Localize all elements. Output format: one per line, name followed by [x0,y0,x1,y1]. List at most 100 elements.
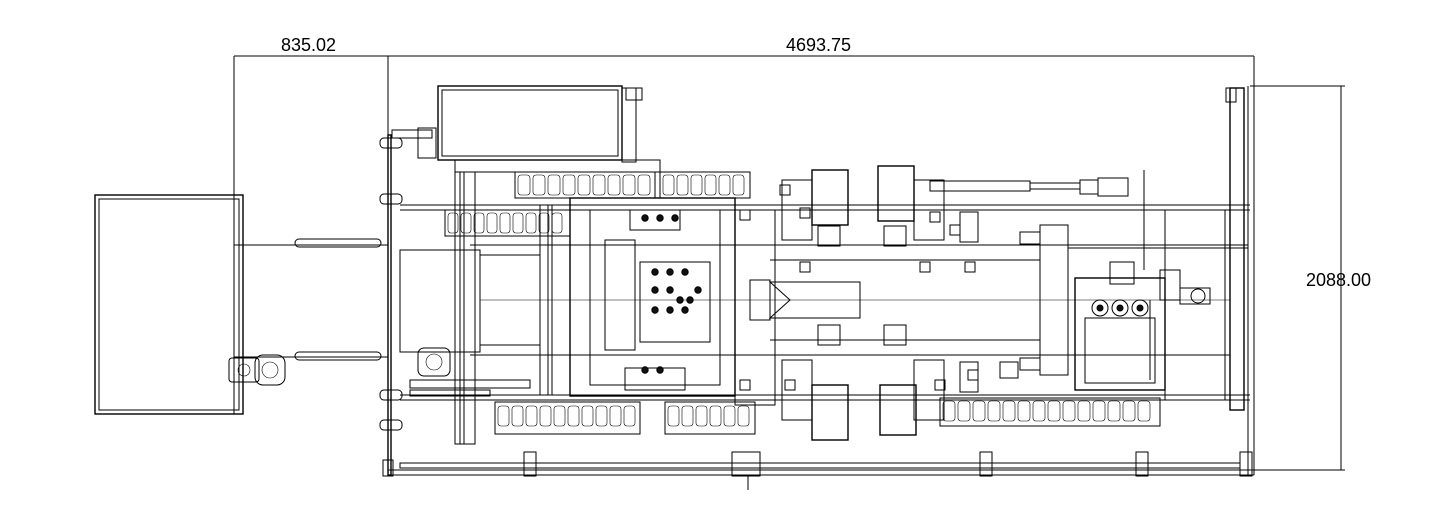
chain-link [676,174,689,196]
sensor-block [799,261,811,273]
chain-link [538,212,550,234]
chain-link [473,212,485,234]
bolt [666,268,674,276]
drive-unit [1067,209,1249,401]
chain-link [553,405,566,427]
pneumatic-cylinder [929,170,1145,270]
bolt [651,286,659,294]
chain-link [723,405,736,427]
chain-link [637,174,651,196]
chain-link [525,212,537,234]
main-rails [399,159,1250,445]
top-cover-box [437,85,643,163]
bolt [666,306,674,314]
gripper-lower-left [781,324,849,441]
chain-link [1047,400,1061,422]
chain-link [447,212,459,234]
infeed-motor-icon [228,354,286,386]
sensor-block [779,184,791,196]
sensor-block [919,261,931,273]
chain-link [709,405,722,427]
chain-link [732,174,745,196]
chain-link [547,174,561,196]
chain-link [718,174,731,196]
chain-link [1017,400,1031,422]
bolt [681,306,689,314]
dimension-lines [233,55,1345,471]
chain-link [517,174,531,196]
chain-link [987,400,1001,422]
chain-link [581,405,594,427]
bolt [656,214,664,222]
chain-link [592,174,606,196]
bolt [651,306,659,314]
chain-link [667,405,680,427]
sensor-block [964,261,976,273]
chain-link [607,174,621,196]
gripper-upper-right [877,165,945,247]
chain-link [623,405,636,427]
chain-link [737,405,750,427]
bolt [666,286,674,294]
chain-link [532,174,546,196]
chain-link [1137,400,1151,422]
right-rail-blocks [959,211,1069,393]
chain-link [609,405,622,427]
chain-links [447,174,1151,427]
chain-link [704,174,717,196]
center-station [539,197,736,397]
chain-link [1092,400,1106,422]
dimension-main-width: 4693.75 [786,35,851,55]
bolt [681,268,689,276]
sensor-block [929,211,941,223]
chain-link [972,400,986,422]
sensor-block [739,379,751,391]
sensor-block [949,224,961,236]
chain-link [1107,400,1121,422]
chain-link [622,174,636,196]
chain-link [662,174,675,196]
bolt [641,214,649,222]
sensor-block [799,207,811,219]
chain-link [1002,400,1016,422]
bolt [676,296,684,304]
chain-link [1032,400,1046,422]
sensor-block [967,369,979,381]
sensor-blocks [739,184,979,391]
chain-link [1122,400,1136,422]
left-motor-icon [409,347,531,397]
chain-link [499,212,511,234]
dimension-height: 2088.00 [1306,270,1371,290]
bolt [694,286,702,294]
chain-link [562,174,576,196]
chain-link [551,212,563,234]
chain-link [1077,400,1091,422]
main-frame [379,86,1255,490]
bolt [671,214,679,222]
chain-link [690,174,703,196]
chain-link [497,405,510,427]
guide-carriage [734,209,1040,406]
chain-link [486,212,498,234]
bolt [651,268,659,276]
chain-link [511,405,524,427]
chain-link [957,400,971,422]
chain-link [539,405,552,427]
bolt-pattern [641,214,702,374]
chain-link [1062,400,1076,422]
sensor-block [784,379,796,391]
chain-link [681,405,694,427]
cable-chain-top [444,171,751,237]
chain-link [512,212,524,234]
chain-link [595,405,608,427]
chain-link [695,405,708,427]
gripper-upper-left [781,169,849,247]
infeed-frame [94,194,389,415]
bolt [641,366,649,374]
cable-chain-bottom [494,397,1161,435]
dimension-left-width: 835.02 [281,35,336,55]
chain-link [525,405,538,427]
chain-link [577,174,591,196]
sensor-block [739,209,751,221]
